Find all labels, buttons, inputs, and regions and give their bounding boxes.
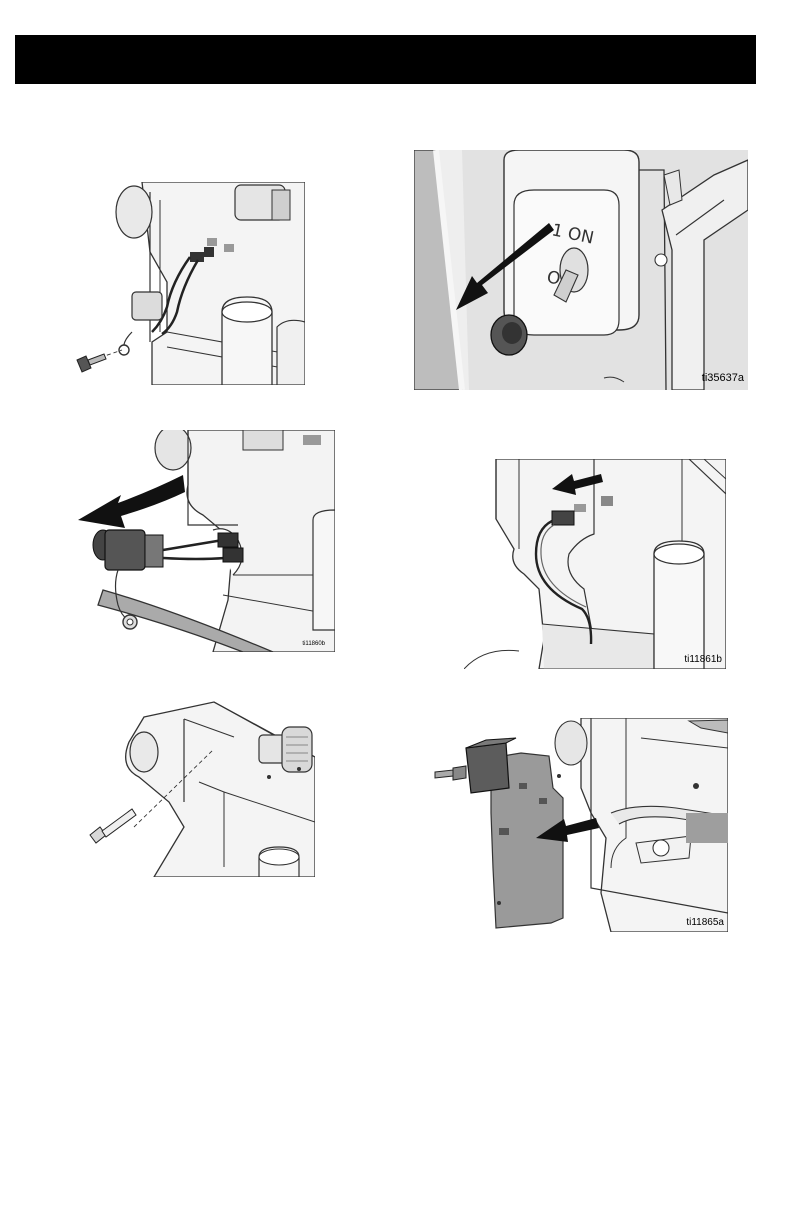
figure-ground-screw-removal xyxy=(72,182,305,385)
figure-1-illustration xyxy=(72,182,305,385)
figure-4-label: ti11861b xyxy=(684,655,722,665)
figure-6-label: ti11865a xyxy=(686,918,724,928)
screw-icon xyxy=(77,354,106,372)
figure-2-illustration: 1 ON OFF xyxy=(414,150,748,390)
arrow-icon xyxy=(78,475,185,528)
figure-3-label: ti11860b xyxy=(302,641,325,647)
figure-4-illustration xyxy=(464,459,726,669)
figure-2-label: ti35637a xyxy=(702,373,744,384)
figure-switch-boot-removal: 1 ON OFF ti35637a xyxy=(414,150,748,390)
figure-harness-removal: ti11860b xyxy=(73,430,335,652)
figure-5-illustration xyxy=(84,697,315,877)
figure-6-illustration xyxy=(431,718,728,932)
bolt-icon xyxy=(90,809,136,843)
figure-disconnect-switch-wire: ti11861b xyxy=(464,459,726,669)
section-header-bar xyxy=(15,35,756,84)
rubber-boot-icon xyxy=(491,315,527,355)
figure-bracket-screw-removal xyxy=(84,697,315,877)
figure-3-illustration xyxy=(73,430,335,652)
figure-switch-bracket-removal: ti11865a xyxy=(431,718,728,932)
